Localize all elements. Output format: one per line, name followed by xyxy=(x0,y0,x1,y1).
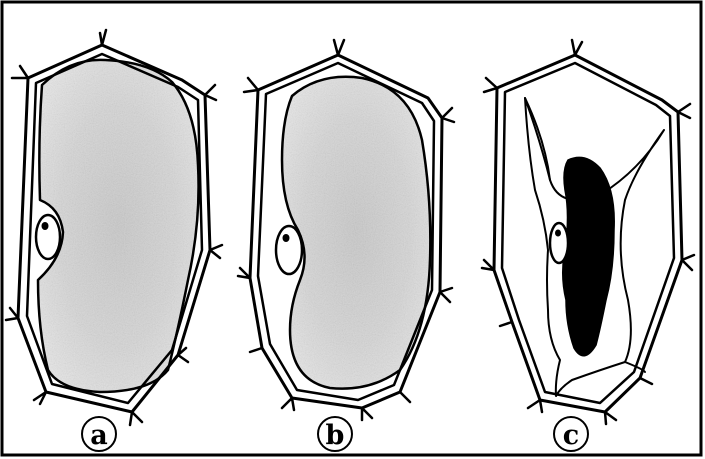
label-b: b xyxy=(318,417,352,451)
label-a-text: a xyxy=(90,420,108,451)
cell-b-nucleus xyxy=(276,226,302,274)
cell-b-nucleolus xyxy=(283,234,290,242)
cell-b-protoplast-fill xyxy=(282,77,430,389)
label-c-text: c xyxy=(563,420,579,451)
label-c: c xyxy=(554,417,588,451)
cell-a-nucleus xyxy=(36,215,60,259)
label-b-text: b xyxy=(326,420,345,451)
label-a: a xyxy=(82,417,116,451)
cell-a-nucleolus xyxy=(42,222,49,230)
cell-c-nucleus xyxy=(550,223,568,263)
cell-c-nucleolus xyxy=(555,230,561,237)
